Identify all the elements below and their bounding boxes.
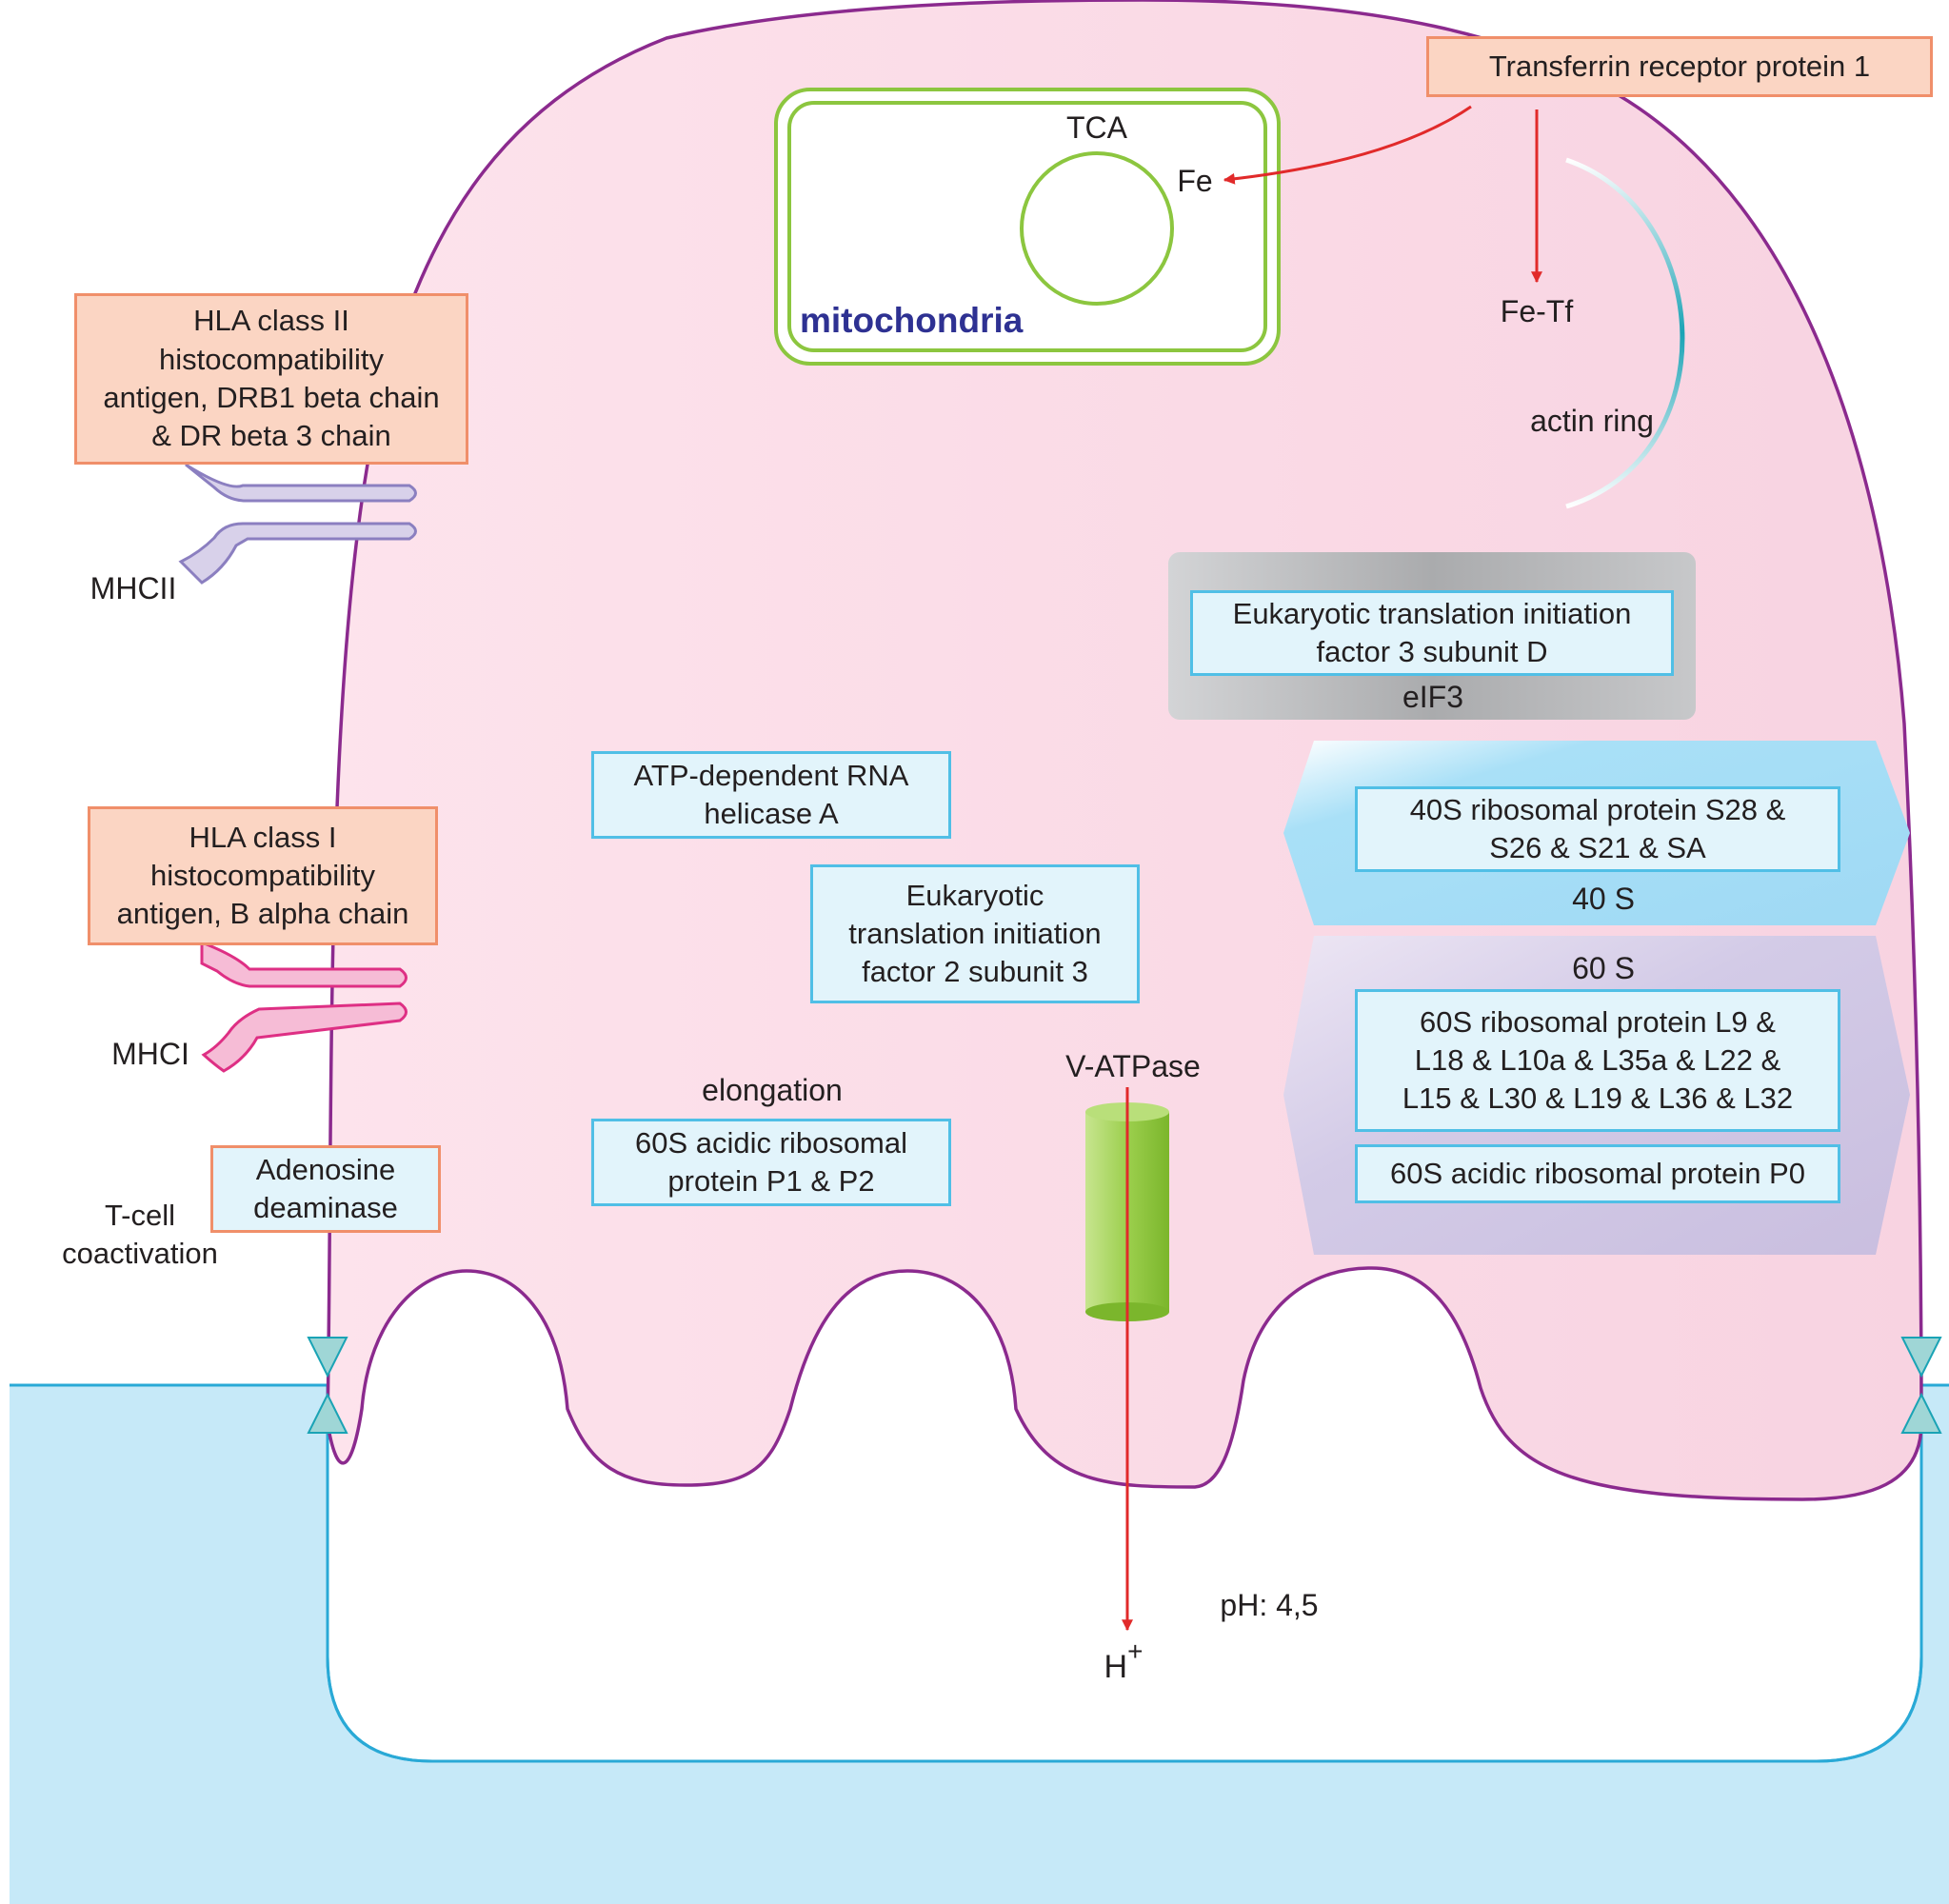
rna-helicase-a-box: ATP-dependent RNA helicase A xyxy=(591,751,951,839)
ph-label: pH: 4,5 xyxy=(1220,1588,1318,1622)
acidic-p0-box: 60S acidic ribosomal protein P0 xyxy=(1355,1144,1840,1203)
eif3-subunit-d-box: Eukaryotic translation initiation factor… xyxy=(1190,590,1674,676)
adenosine-deaminase-box: Adenosine deaminase xyxy=(210,1145,441,1233)
mitochondria-label: mitochondria xyxy=(800,301,1024,340)
proton-symbol: H xyxy=(1104,1649,1128,1685)
fe-label: Fe xyxy=(1177,164,1212,198)
elongation-label: elongation xyxy=(702,1073,843,1107)
mhcii-molecule xyxy=(178,463,417,585)
ribosomal-40s-proteins-box: 40S ribosomal protein S28 & S26 & S21 & … xyxy=(1355,786,1840,872)
transferrin-receptor-box: Transferrin receptor protein 1 xyxy=(1426,36,1933,97)
tca-label: TCA xyxy=(1066,110,1128,145)
proton-charge: + xyxy=(1127,1636,1143,1666)
p1-p2-box: 60S acidic ribosomal protein P1 & P2 xyxy=(591,1119,951,1206)
arrow-tfr-to-fe xyxy=(1223,105,1472,185)
sealing-zone-right xyxy=(1900,1337,1942,1434)
mhci-label: MHCI xyxy=(111,1037,189,1071)
mhci-molecule xyxy=(200,940,408,1073)
ribosome-40s-label: 40 S xyxy=(1572,882,1635,916)
actin-ring xyxy=(1565,157,1685,509)
sealing-zone-left xyxy=(307,1337,348,1434)
ribosome-60s-label: 60 S xyxy=(1572,951,1635,985)
eif3-label: eIF3 xyxy=(1402,680,1463,714)
hla-class-i-box: HLA class I histocompatibility antigen, … xyxy=(88,806,438,945)
mitochondria xyxy=(774,88,1281,366)
t-cell-coactivation-label: T-cell coactivation xyxy=(62,1199,218,1271)
actin-ring-label: actin ring xyxy=(1530,404,1654,438)
tca-cycle xyxy=(1020,151,1174,306)
eif2-subunit-3-box: Eukaryotic translation initiation factor… xyxy=(810,864,1140,1003)
vatpase-label: V-ATPase xyxy=(1065,1049,1201,1083)
fe-tf-label: Fe-Tf xyxy=(1501,294,1574,328)
hla-class-ii-box: HLA class II histocompatibility antigen,… xyxy=(74,293,468,465)
mhcii-label: MHCII xyxy=(90,571,177,605)
ribosomal-60s-proteins-box: 60S ribosomal protein L9 & L18 & L10a & … xyxy=(1355,989,1840,1132)
proton-label: H+ xyxy=(1104,1636,1144,1685)
